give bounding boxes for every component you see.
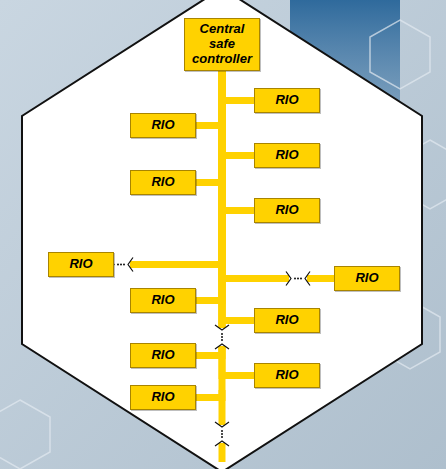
bus-connector: [196, 71, 222, 356]
rio-box: RIO: [254, 363, 320, 388]
bus-connector: [222, 71, 254, 321]
bus-connector: [222, 71, 254, 101]
rio-box: RIO: [254, 88, 320, 113]
bus-connector: [196, 71, 222, 183]
rio-box: RIO: [130, 170, 196, 195]
rio-box: RIO: [334, 266, 400, 291]
rio-box: RIO: [254, 143, 320, 168]
rio-box: RIO: [254, 198, 320, 223]
node-label: RIO: [151, 390, 174, 405]
hexagon-panel: [22, 0, 422, 469]
wireless-break: [215, 422, 229, 446]
wireless-break: [215, 325, 229, 349]
rio-box: RIO: [130, 343, 196, 368]
node-label: RIO: [275, 203, 298, 218]
node-label: Central safe controller: [187, 22, 257, 67]
bus-connector: [196, 71, 222, 398]
bus-connector: [196, 71, 222, 301]
node-label: RIO: [151, 348, 174, 363]
rio-box: RIO: [130, 385, 196, 410]
bus-connector: [222, 71, 254, 156]
bus-connector: [222, 71, 334, 279]
rio-box: RIO: [254, 308, 320, 333]
node-label: RIO: [275, 93, 298, 108]
central-controller: Central safe controller: [184, 18, 260, 71]
node-label: RIO: [151, 293, 174, 308]
bus-connector: [196, 71, 222, 126]
node-label: RIO: [275, 313, 298, 328]
node-label: RIO: [275, 148, 298, 163]
bus-connector: [114, 71, 222, 265]
rio-box: RIO: [130, 288, 196, 313]
node-label: RIO: [151, 175, 174, 190]
rio-box: RIO: [48, 252, 114, 277]
node-label: RIO: [355, 271, 378, 286]
wireless-break: [286, 272, 310, 286]
bus-connector: [222, 71, 254, 211]
rio-box: RIO: [130, 113, 196, 138]
node-label: RIO: [69, 257, 92, 272]
node-label: RIO: [151, 118, 174, 133]
node-label: RIO: [275, 368, 298, 383]
